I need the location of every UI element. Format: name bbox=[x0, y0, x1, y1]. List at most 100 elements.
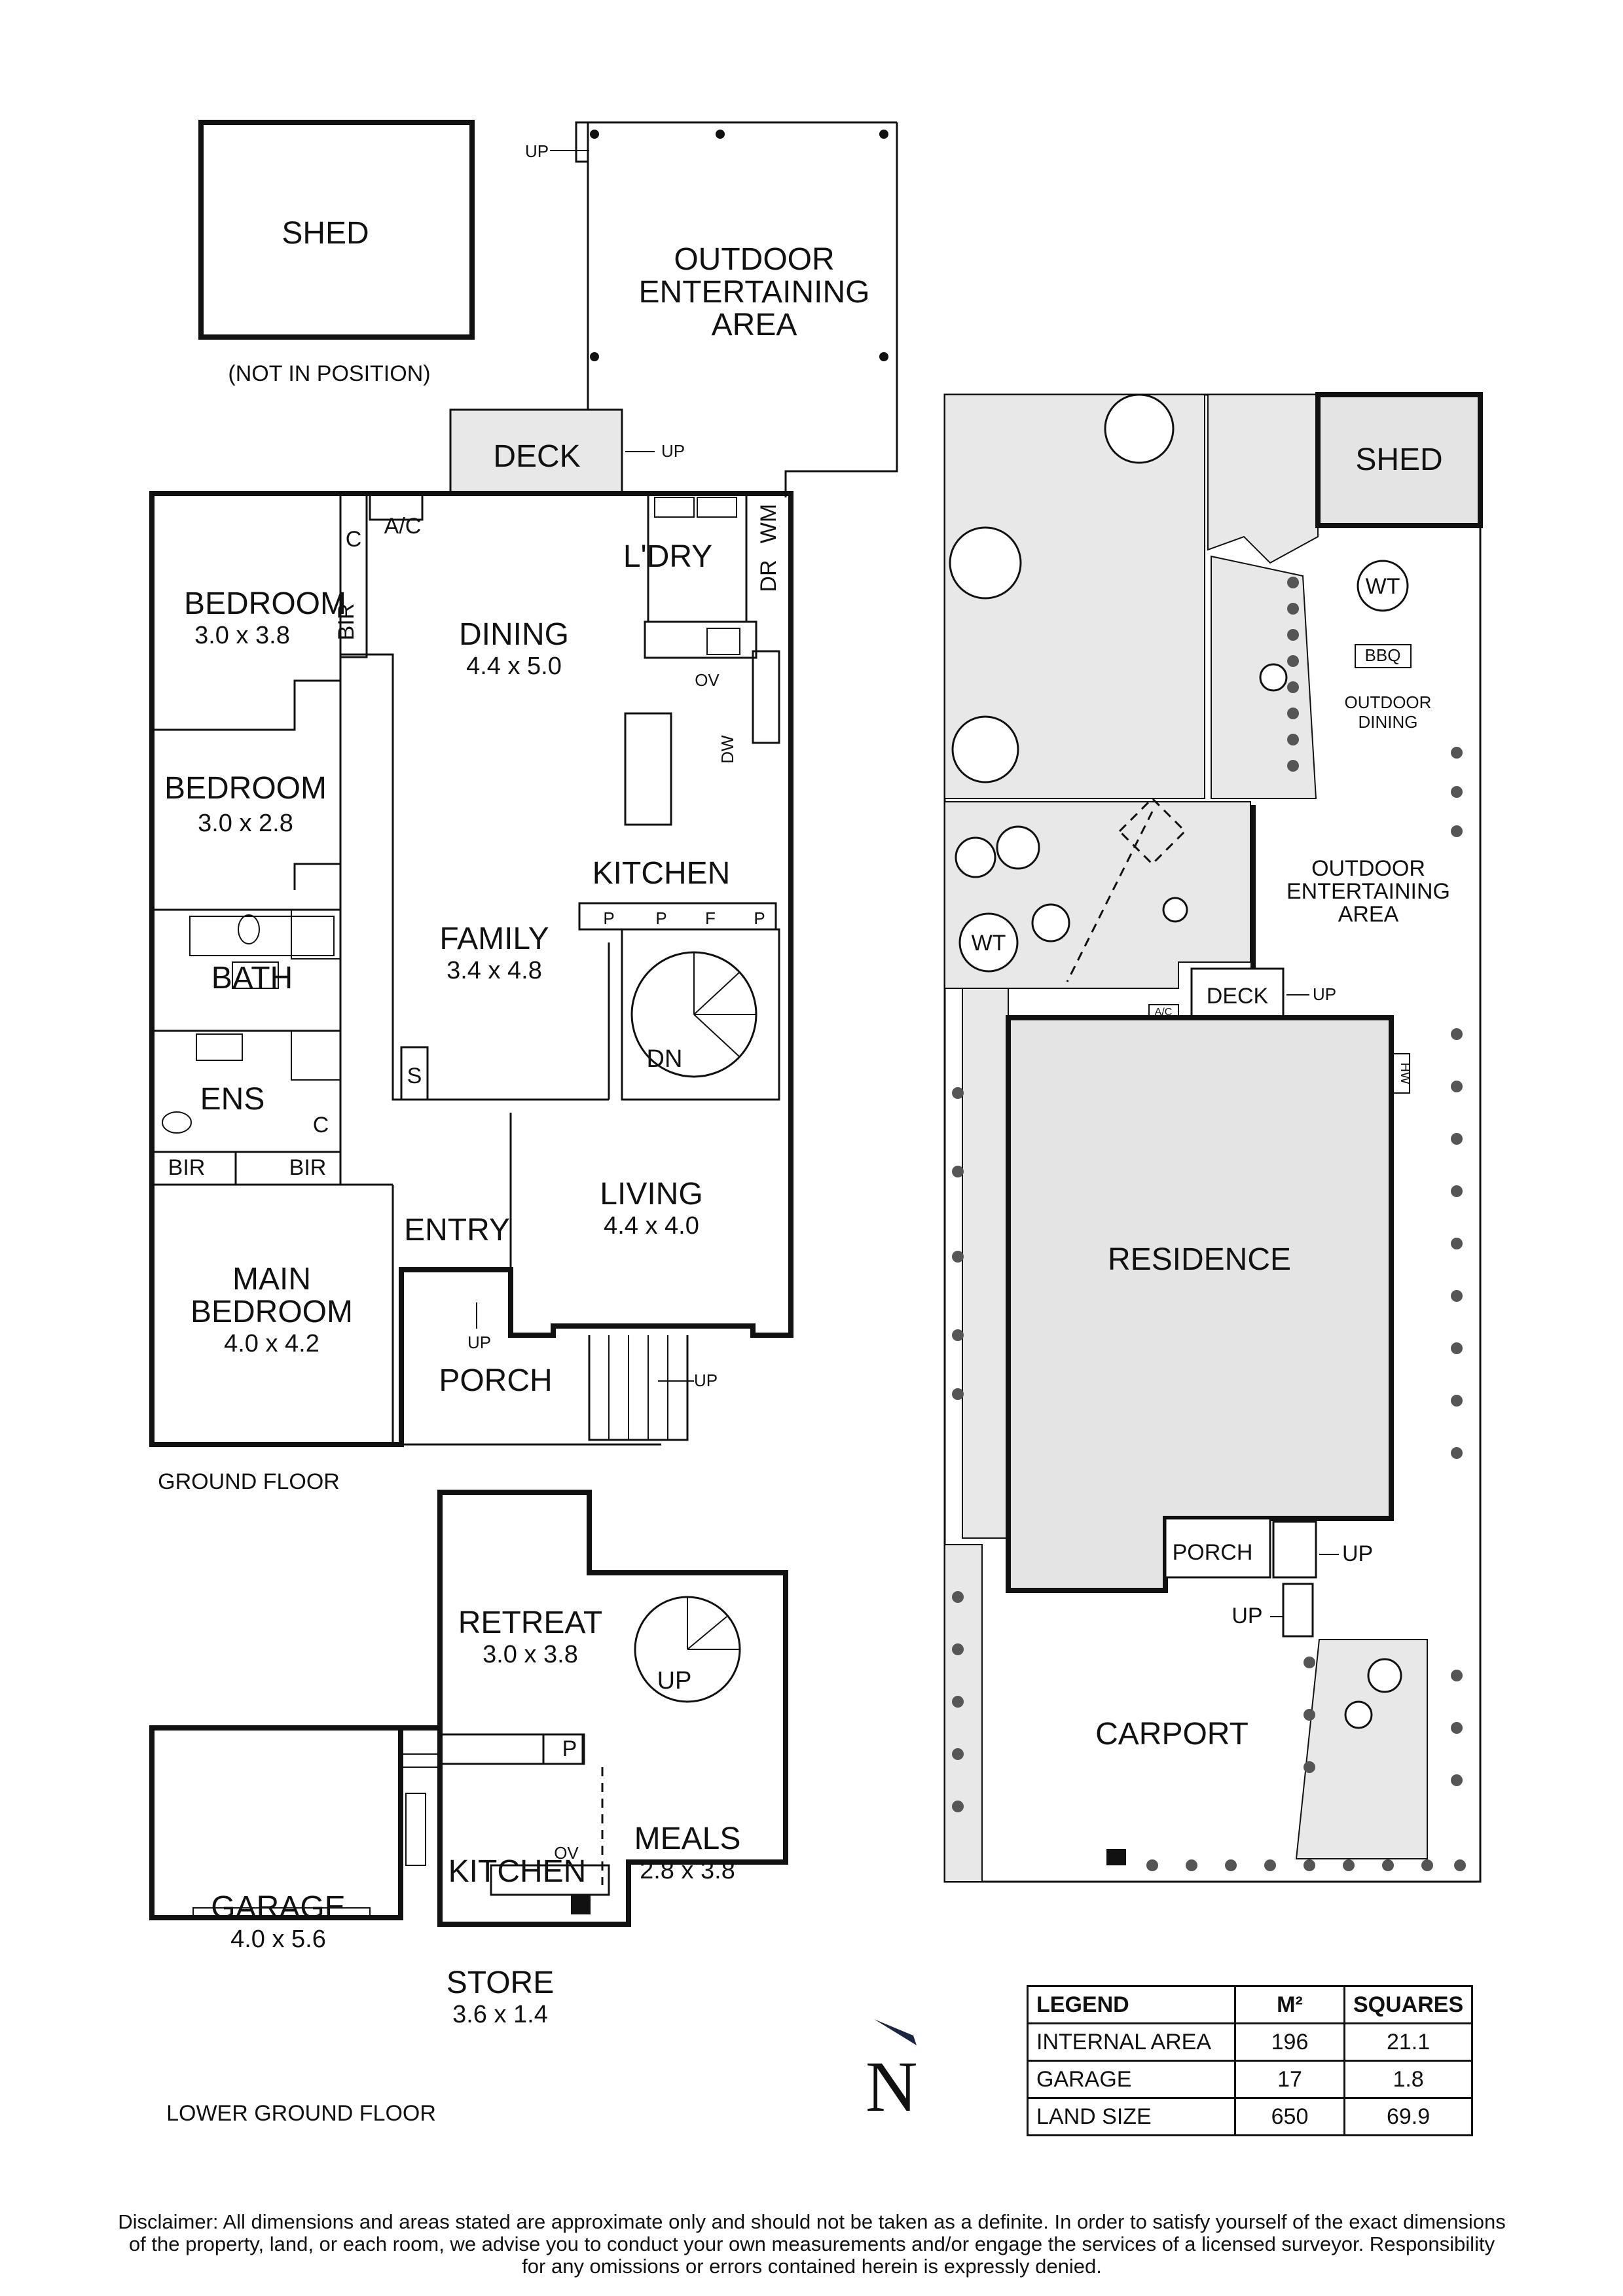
dining-name: DINING bbox=[459, 617, 569, 652]
disclaimer-line: for any omissions or errors contained he… bbox=[522, 2255, 1102, 2278]
fixture-ac: A/C bbox=[384, 514, 422, 539]
living-name: LIVING bbox=[600, 1177, 702, 1211]
retreat-name: RETREAT bbox=[458, 1605, 602, 1640]
bathtub bbox=[189, 916, 335, 956]
garden-carport-east bbox=[1295, 1639, 1428, 1859]
outdoor-dining-1: OUTDOOR bbox=[1345, 692, 1432, 712]
legend-row-label: INTERNAL AREA bbox=[1027, 2022, 1236, 2062]
site-shed-label: SHED bbox=[1355, 442, 1442, 477]
post bbox=[590, 352, 599, 361]
garage-dim: 4.0 x 5.6 bbox=[230, 1926, 326, 1953]
carport-label: CARPORT bbox=[1095, 1717, 1249, 1751]
garden-carport-west bbox=[944, 1544, 983, 1882]
stair-dn: DN bbox=[647, 1045, 683, 1073]
meals-dim: 2.8 x 3.8 bbox=[640, 1857, 735, 1884]
site-deck-label: DECK bbox=[1207, 984, 1269, 1009]
shower-ens bbox=[291, 1030, 341, 1081]
fixture-bir-ens1: BIR bbox=[168, 1155, 206, 1180]
compass-arrow bbox=[874, 2019, 917, 2045]
outdoor-up-label: UP bbox=[525, 141, 549, 161]
bedroom2-dim: 3.0 x 2.8 bbox=[198, 810, 293, 837]
site-shed bbox=[1315, 392, 1483, 528]
kitchen-island bbox=[624, 712, 672, 826]
outdoor-step bbox=[575, 121, 589, 163]
tree bbox=[949, 526, 1022, 600]
main-bedroom-name-1: MAIN bbox=[232, 1262, 311, 1297]
laundry-tub bbox=[654, 497, 695, 518]
water-tank-2 bbox=[958, 912, 1019, 973]
lower-kitchen-bench bbox=[439, 1733, 585, 1765]
lower-stair-up: UP bbox=[657, 1667, 692, 1695]
site-carport-up: UP bbox=[1231, 1604, 1262, 1628]
closet-c-bir bbox=[339, 492, 368, 658]
disclaimer-line: Disclaimer: All dimensions and areas sta… bbox=[118, 2210, 1506, 2233]
outdoor-ent-2: ENTERTAINING bbox=[1286, 879, 1450, 904]
bedroom1-name: BEDROOM bbox=[184, 586, 346, 621]
lawn-north-strip bbox=[1207, 394, 1319, 564]
fixture-p3: P bbox=[754, 908, 765, 928]
kitchen-name: KITCHEN bbox=[593, 856, 731, 891]
lower-kitchen-name: KITCHEN bbox=[448, 1854, 587, 1889]
kitchen-bench-side bbox=[752, 650, 780, 744]
porch-name: PORCH bbox=[439, 1363, 552, 1398]
fixture-c: C bbox=[346, 527, 362, 552]
shed-label: SHED bbox=[282, 216, 369, 251]
ens-name: ENS bbox=[200, 1082, 265, 1117]
lower-spiral-step bbox=[687, 1616, 727, 1650]
compass-letter: N bbox=[866, 2047, 917, 2126]
fixture-p2: P bbox=[655, 908, 666, 928]
water-tank bbox=[1357, 560, 1409, 612]
porch-up: UP bbox=[694, 1371, 718, 1390]
family-name: FAMILY bbox=[439, 922, 549, 956]
legend-row-m2: 650 bbox=[1234, 2097, 1345, 2136]
deck-label: DECK bbox=[493, 439, 580, 474]
lower-pantry bbox=[542, 1733, 584, 1765]
wet-area-walls bbox=[152, 493, 394, 1444]
tree bbox=[996, 825, 1040, 870]
post bbox=[590, 130, 599, 139]
tree bbox=[951, 715, 1019, 783]
tree bbox=[1344, 1700, 1373, 1729]
tree bbox=[1259, 663, 1288, 692]
store-name: STORE bbox=[447, 1965, 554, 2000]
dining-dim: 4.4 x 5.0 bbox=[466, 653, 562, 680]
legend-header-label: LEGEND bbox=[1027, 1985, 1236, 2024]
vanity-ens bbox=[196, 1033, 243, 1061]
outdoor-label-3: AREA bbox=[712, 308, 797, 342]
meals-name: MEALS bbox=[634, 1821, 741, 1856]
store-s bbox=[400, 1046, 429, 1101]
kitchen-bench-top bbox=[644, 620, 757, 659]
living-walls bbox=[509, 942, 610, 1335]
outdoor-edge bbox=[1250, 805, 1256, 975]
lower-floor-outline bbox=[149, 1490, 788, 1927]
outdoor-label-1: OUTDOOR bbox=[674, 242, 834, 277]
legend-row: INTERNAL AREA 196 21.1 bbox=[1027, 2022, 1474, 2062]
lower-fixture-ov: OV bbox=[554, 1843, 579, 1863]
kitchen-wall-detail bbox=[401, 1753, 440, 1768]
bedroom2-name: BEDROOM bbox=[164, 771, 327, 806]
site-ac-label: A/C bbox=[1155, 1007, 1173, 1018]
garage-door bbox=[192, 1907, 371, 1918]
outdoor-ent-1: OUTDOOR bbox=[1311, 856, 1425, 881]
ground-floor-title: GROUND FLOOR bbox=[158, 1469, 340, 1494]
legend-header-row: LEGEND M² SQUARES bbox=[1027, 1985, 1474, 2024]
main-bedroom-dim: 4.0 x 4.2 bbox=[224, 1330, 319, 1357]
shrubs bbox=[952, 577, 1466, 1871]
laundry-name: L'DRY bbox=[623, 539, 712, 574]
fixture-wm: WM bbox=[756, 504, 781, 543]
site-porch-up: UP bbox=[1342, 1541, 1373, 1566]
lower-floor-title: LOWER GROUND FLOOR bbox=[166, 2101, 436, 2126]
site-porch-label: PORCH bbox=[1173, 1540, 1253, 1565]
disclaimer-line: of the property, land, or each room, we … bbox=[128, 2233, 1495, 2255]
fixture-s: S bbox=[407, 1064, 422, 1088]
living-dim: 4.4 x 4.0 bbox=[604, 1212, 699, 1240]
tree bbox=[1031, 903, 1070, 942]
outdoor-label-2: ENTERTAINING bbox=[639, 275, 870, 310]
legend-header-squares: SQUARES bbox=[1343, 1985, 1474, 2024]
bbq bbox=[1355, 644, 1412, 668]
shed-outline bbox=[198, 120, 475, 340]
site-porch bbox=[1164, 1517, 1271, 1579]
lawn-north-west bbox=[944, 394, 1205, 799]
porch-steps bbox=[588, 1335, 689, 1441]
